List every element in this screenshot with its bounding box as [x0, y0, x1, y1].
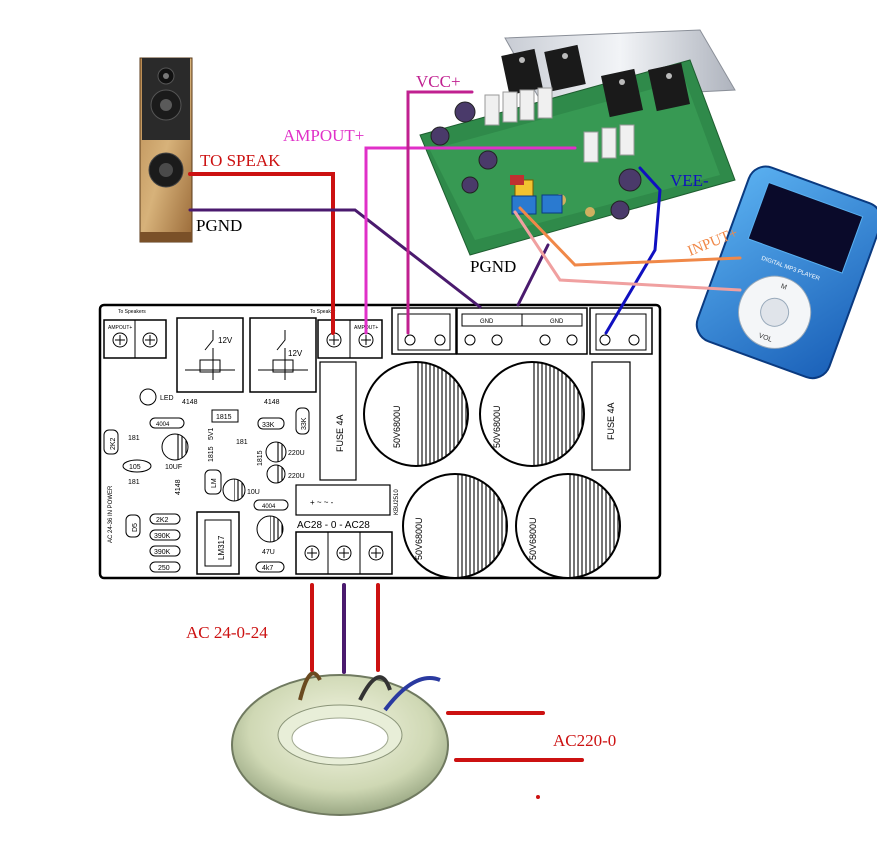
gnd-label-2: GND: [550, 319, 564, 325]
relay-voltage-1: 12V: [218, 336, 233, 345]
amplifier-module-image: [419, 29, 736, 256]
filter-capacitor-3: 50V6800U: [402, 473, 508, 579]
kbu-label: KBU2510: [394, 489, 400, 515]
resistor-390k-1: 390K: [154, 533, 171, 540]
input-wire-1: [518, 206, 742, 267]
power-in-label: AC 24-36 IN POWER: [108, 485, 114, 543]
resistor-4k7: 4k7: [262, 565, 273, 572]
led-label: LED: [160, 395, 174, 402]
cap-label-1: 50V6800U: [392, 405, 402, 448]
vcc-label: VCC+: [416, 72, 461, 91]
player-vol-label: VOL: [757, 332, 773, 343]
vee-wire: [604, 166, 662, 335]
to-speak-label: TO SPEAK: [200, 151, 281, 170]
input-wire-2: [513, 210, 742, 292]
cap-220u-1: 220U: [288, 450, 305, 457]
resistor-2k2-2: 2K2: [156, 517, 169, 524]
speaker-pgnd-wire: [188, 208, 482, 309]
filter-capacitor-1: 50V6800U: [363, 361, 469, 467]
player-menu-label: M: [780, 283, 788, 292]
cap-47u: 47U: [262, 549, 275, 556]
diode-4004-2: 4004: [262, 504, 276, 510]
pcb-ampout-label-1: AMPOUT+: [108, 325, 132, 331]
cap-label-4: 50V6800U: [528, 517, 538, 560]
toroidal-transformer-image: [231, 671, 449, 816]
pcb-to-speaker-label: To Speaker: [310, 309, 336, 315]
resistor-2k2-1: 2K2: [110, 437, 117, 450]
zener-5v1: 5V1: [208, 427, 215, 440]
wires: [188, 90, 742, 799]
resistor-390k-2: 390K: [154, 549, 171, 556]
ac-secondary-label: AC 24-0-24: [186, 623, 268, 642]
ampout-label: AMPOUT+: [283, 126, 364, 145]
diode-4148-2: 4148: [264, 399, 280, 406]
resistor-181-3: 181: [128, 479, 140, 486]
diode-4148-1: 4148: [182, 399, 198, 406]
pcb-board: To Speakers AMPOUT+ 12V 12V To Speaker A…: [98, 303, 662, 580]
transistor-1815-c: 1815: [257, 450, 264, 466]
pcb-to-speakers-label: To Speakers: [118, 309, 146, 315]
resistor-181-2: 181: [236, 439, 248, 446]
resistor-181-1: 181: [128, 435, 140, 442]
lm317-label: LM317: [217, 535, 226, 560]
resistor-33k-1: 33K: [262, 422, 275, 429]
cap-label-3: 50V6800U: [414, 517, 424, 560]
cap-105: 105: [129, 464, 141, 471]
gnd-label-1: GND: [480, 319, 494, 325]
speaker-image: [139, 57, 193, 243]
ampout-wire: [364, 146, 577, 335]
pot-250: 250: [158, 565, 170, 572]
cap-10u: 10U: [247, 489, 260, 496]
transistor-1815-b: 1815: [208, 446, 215, 462]
mp3-player-image: DIGITAL MP3 PLAYER M VOL: [695, 165, 877, 380]
transistor-1815: 1815: [216, 414, 232, 421]
vcc-wire: [406, 90, 474, 335]
filter-capacitor-4: 50V6800U: [515, 473, 621, 579]
fuse-label-1: FUSE 4A: [335, 414, 345, 452]
primary-dot: [536, 795, 540, 799]
resistor-33k-2: 33K: [301, 417, 308, 430]
cap-10uf: 10UF: [165, 464, 182, 471]
relay-voltage-2: 12V: [288, 349, 303, 358]
ac-primary-label: AC220-0: [553, 731, 616, 750]
cap-220u-2: 220U: [288, 473, 305, 480]
d5-label: D5: [132, 523, 139, 532]
ac-terminal-label: AC28 - 0 - AC28: [297, 520, 370, 531]
fuse-label-2: FUSE 4A: [606, 402, 616, 440]
lm-label: LM: [211, 478, 218, 488]
filter-capacitor-2: 50V6800U: [479, 361, 585, 467]
pgnd-board-label: PGND: [470, 257, 516, 276]
speaker-wire: [188, 172, 335, 335]
bridge-marks: + ~ ~ -: [310, 498, 334, 507]
vee-label: VEE-: [670, 171, 709, 190]
cap-label-2: 50V6800U: [492, 405, 502, 448]
diode-4148-3: 4148: [175, 479, 182, 495]
diode-4004-1: 4004: [156, 422, 170, 428]
pgnd-speaker-label: PGND: [196, 216, 242, 235]
